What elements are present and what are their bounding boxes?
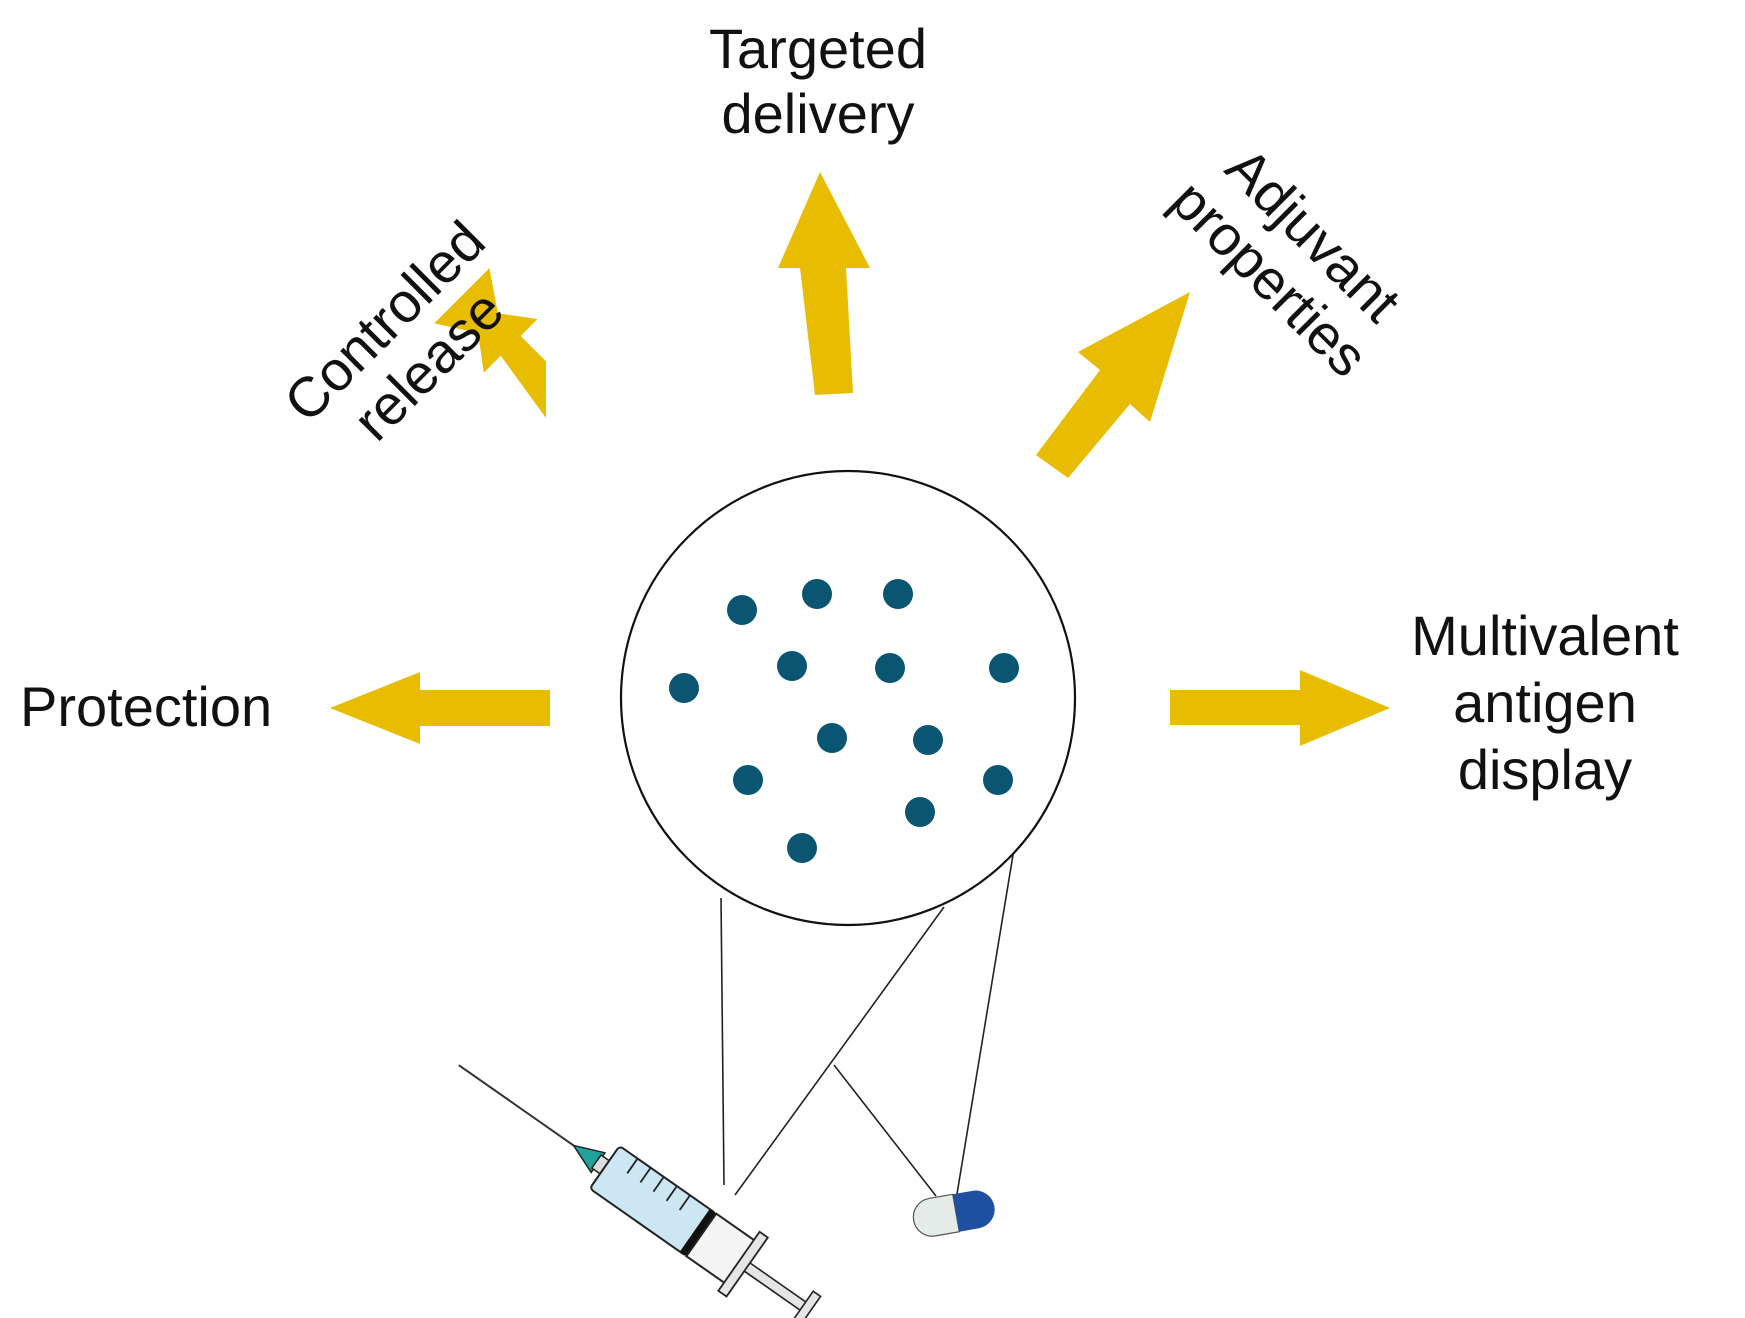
antigen-particles [669,579,1019,863]
arrows [330,172,1390,746]
arrow-protection [330,672,550,744]
label-targeted-delivery-line1: Targeted [709,17,927,80]
arrow-adjuvant [1036,292,1190,478]
label-multivalent-line1: Multivalent [1411,604,1679,667]
antigen-particle [669,673,699,703]
antigen-particle [989,653,1019,683]
arrow-controlled-release [434,268,546,418]
antigen-particle [817,723,847,753]
label-multivalent-line3: display [1458,738,1632,801]
antigen-particle [913,725,943,755]
antigen-particle [983,765,1013,795]
antigen-particle [733,765,763,795]
label-targeted-delivery-line2: delivery [722,82,915,145]
antigen-particle [802,579,832,609]
label-multivalent-line2: antigen [1453,671,1637,734]
connector-lines [720,854,1014,1201]
arrow-multivalent [1170,670,1390,746]
nanoparticle-circle-icon [619,469,1077,927]
antigen-particle [727,595,757,625]
antigen-particle [875,653,905,683]
antigen-particle [777,651,807,681]
syringe-icon [458,1064,822,1318]
arrow-targeted-delivery [778,172,870,395]
antigen-particle [905,797,935,827]
label-protection: Protection [20,675,272,738]
antigen-particle [883,579,913,609]
antigen-particle [787,833,817,863]
capsule-icon [912,1190,995,1237]
